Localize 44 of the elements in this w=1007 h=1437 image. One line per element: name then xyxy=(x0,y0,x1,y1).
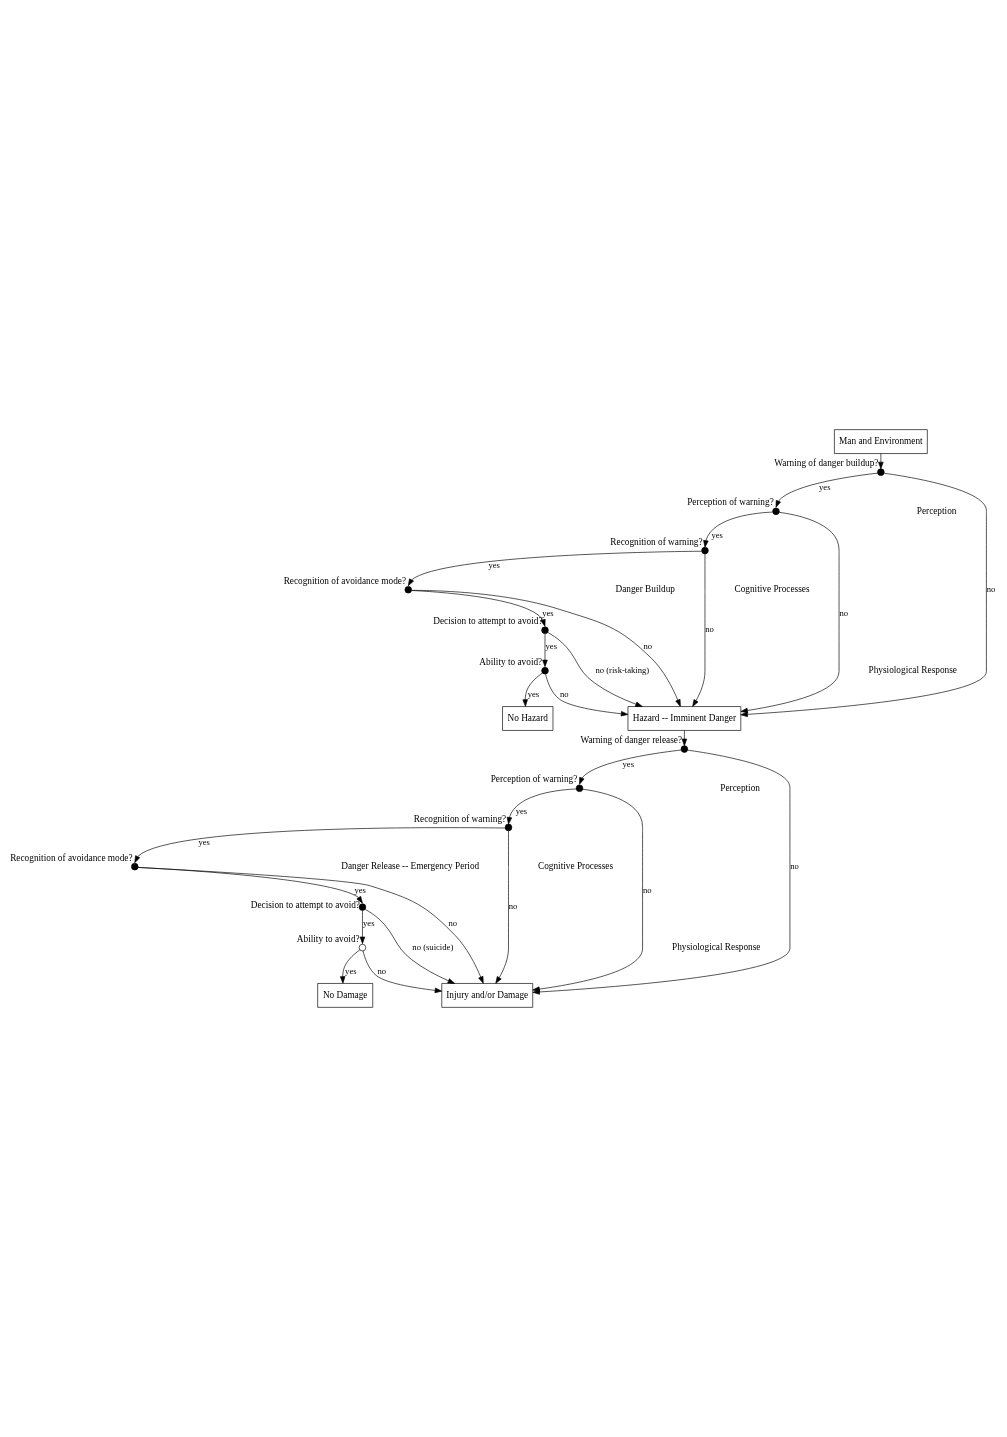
label: Danger Buildup xyxy=(615,584,675,595)
edge-label: no xyxy=(986,583,996,594)
edge-label: no xyxy=(377,965,387,976)
edge-label: yes xyxy=(545,641,558,652)
edge-label: no xyxy=(642,884,652,895)
node-label: Warning of danger buildup? xyxy=(774,458,879,469)
label: Perception xyxy=(720,782,760,793)
node-label: Warning of danger release? xyxy=(580,735,683,746)
edge-label: yes xyxy=(542,607,554,618)
node-label: Decision to attempt to avoid? xyxy=(250,899,360,910)
node-label: Perception of warning? xyxy=(490,774,578,785)
edge-label: no xyxy=(448,917,458,928)
edge-label: yes xyxy=(354,884,366,895)
edge-label: no xyxy=(643,641,653,652)
label: Physiological Response xyxy=(672,942,761,953)
node-label: Recognition of avoidance mode? xyxy=(283,575,407,586)
node-label: Ability to avoid? xyxy=(296,933,360,944)
edge-label: yes xyxy=(711,529,723,540)
edge-label: yes xyxy=(345,965,357,976)
edge-label: yes xyxy=(527,688,540,699)
edge-label: yes xyxy=(622,758,635,769)
edge-label: no xyxy=(839,607,848,618)
label: Danger Release -- Emergency Period xyxy=(341,861,480,872)
edge-label: no xyxy=(508,901,518,912)
edge-label: yes xyxy=(515,806,528,817)
edge-label: no (suicide) xyxy=(412,941,454,952)
edge-label: yes xyxy=(198,836,210,847)
edge-label: no xyxy=(705,624,714,635)
label: Physiological Response xyxy=(868,665,957,676)
edge-label: no xyxy=(790,860,799,871)
edge-label: yes xyxy=(819,481,831,492)
edge-label: no xyxy=(559,688,569,699)
node-label: Ability to avoid? xyxy=(479,656,543,667)
label: Perception xyxy=(916,505,957,516)
label: Cognitive Processes xyxy=(734,584,810,595)
node-label: Recognition of avoidance mode? xyxy=(10,852,133,863)
edge-label: no (risk-taking) xyxy=(595,664,650,675)
label: Cognitive Processes xyxy=(538,861,614,872)
node-label: Perception of warning? xyxy=(687,497,774,508)
node-label: Recognition of warning? xyxy=(610,536,703,547)
node-label: Decision to attempt to avoid? xyxy=(433,616,543,627)
node-label: Recognition of warning? xyxy=(413,813,507,824)
edge-label: yes xyxy=(363,917,375,928)
edge-label: yes xyxy=(488,560,500,571)
